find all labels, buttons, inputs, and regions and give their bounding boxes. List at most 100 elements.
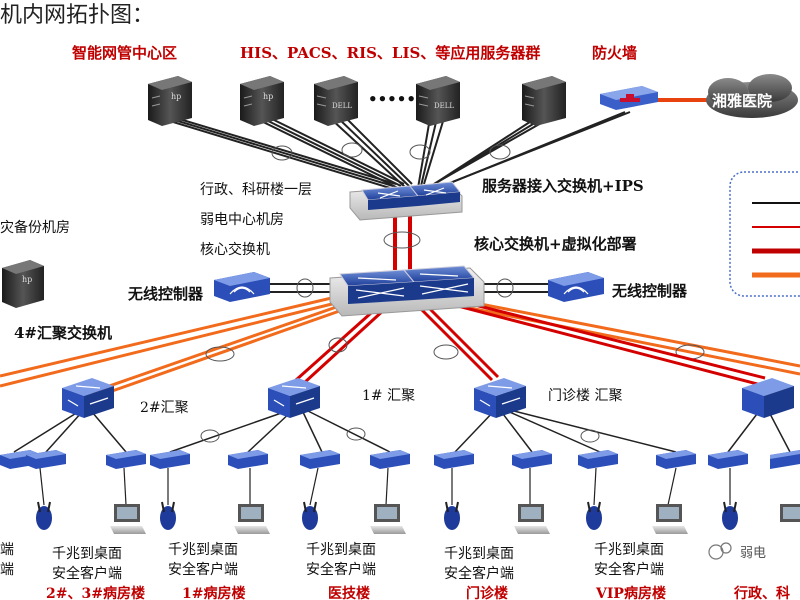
wireless-controller-left[interactable] [214, 272, 270, 302]
desktop-pc-icon [652, 504, 688, 534]
client-line2: 安全客户端 [444, 565, 514, 582]
access-switch[interactable] [434, 450, 474, 469]
agg1-label: 1# 汇聚 [362, 388, 415, 404]
desktop-pc-icon [780, 504, 800, 522]
mgmt-zone-label: 智能网管中心区 [72, 44, 177, 62]
client-line1: 千兆到桌面 [52, 546, 122, 562]
hp-logo: hp [263, 92, 273, 101]
core-location-line2: 弱电中心机房 [200, 212, 284, 228]
dell-logo: DELL [332, 102, 352, 110]
desktop-pcs [110, 504, 800, 534]
agg-switch-admin[interactable] [742, 378, 794, 418]
wireless-mark-left [296, 278, 314, 298]
client-line1: 千兆到桌面 [306, 542, 376, 558]
agg2-label: 2#汇聚 [140, 400, 189, 416]
right-building-fragment: 行政、科 [733, 585, 790, 600]
watermark: 弱电 [708, 542, 766, 561]
access-switch[interactable] [300, 450, 340, 469]
access-links [13, 409, 791, 453]
access-marks [200, 427, 600, 443]
access-switch[interactable] [578, 450, 618, 469]
desktop-pc-icon [514, 504, 550, 534]
server-access-switch[interactable] [349, 181, 463, 221]
desktop-pc-icon [110, 504, 146, 534]
wireless-ap-icon [160, 501, 176, 530]
wireless-mark-right [496, 278, 514, 298]
hp-server-1[interactable]: hp [148, 76, 192, 126]
wireless-aps [36, 501, 738, 530]
dell-logo: DELL [434, 102, 454, 110]
access-switch[interactable] [656, 450, 696, 469]
client-line2: 安全客户端 [594, 561, 664, 578]
wireless-controller-right-label: 无线控制器 [611, 282, 688, 300]
core-location-line3: 核心交换机 [200, 241, 270, 258]
firewall-device[interactable] [600, 86, 658, 110]
client-group-4: 千兆到桌面 安全客户端 门诊楼 [444, 546, 514, 600]
access-switch[interactable] [370, 450, 410, 469]
hp-logo: hp [22, 275, 32, 284]
client-line1: 千兆到桌面 [168, 542, 238, 558]
client-group-3: 千兆到桌面 安全客户端 医技楼 [306, 542, 376, 600]
client-line1: 千兆到桌面 [444, 546, 514, 562]
wireless-controller-left-label: 无线控制器 [127, 285, 204, 303]
access-switch[interactable] [770, 450, 800, 469]
client-line2: 安全客户端 [306, 561, 376, 578]
hp-logo: hp [171, 92, 181, 101]
aggregation-marks [328, 337, 459, 360]
page-title: 机内网拓扑图： [0, 3, 154, 28]
access-switch[interactable] [26, 450, 66, 469]
left-edge-fragment-2: 端 [0, 562, 14, 578]
client-group-5: 千兆到桌面 安全客户端 VIP病房楼 [594, 542, 666, 600]
wireless-controller-right[interactable] [548, 272, 604, 302]
server-5[interactable] [522, 76, 566, 126]
building-label: 2#、3#病房楼 [46, 585, 145, 600]
server-links [159, 111, 631, 189]
agg-switch-2[interactable] [62, 378, 114, 418]
orange-fiber-links [0, 294, 800, 398]
watermark-text: 弱电 [740, 546, 766, 561]
hp-server-2[interactable]: hp [240, 76, 284, 126]
client-line1: 千兆到桌面 [594, 542, 664, 558]
agg-switch-1[interactable] [268, 378, 320, 418]
core-uplink-mark [383, 231, 421, 249]
wireless-ap-icon [302, 501, 318, 530]
client-line2: 安全客户端 [52, 565, 122, 582]
access-switch[interactable] [150, 450, 190, 469]
desktop-pc-icon [370, 504, 406, 534]
client-group-2: 千兆到桌面 安全客户端 1#病房楼 [168, 542, 245, 600]
wireless-ap-icon [586, 501, 602, 530]
left-edge-fragment-1: 端 [0, 542, 14, 558]
server-switch-label: 服务器接入交换机+IPS [482, 177, 644, 195]
access-switch[interactable] [106, 450, 146, 469]
client-line2: 安全客户端 [168, 561, 238, 578]
endpoint-links [39, 467, 731, 506]
agg4-label: 4#汇聚交换机 [14, 324, 112, 342]
building-label: VIP病房楼 [595, 585, 666, 600]
wireless-ap-icon [36, 501, 52, 530]
core-location-line1: 行政、科研楼一层 [200, 182, 312, 198]
dell-server-1[interactable]: DELL [314, 76, 358, 126]
wireless-ap-icon [722, 501, 738, 530]
agg-outpatient-label: 门诊楼 汇聚 [548, 388, 622, 404]
link-bundle-marks [271, 142, 511, 161]
aggregation-links [295, 298, 766, 388]
dell-server-2[interactable]: DELL [416, 76, 460, 126]
access-switches [0, 450, 800, 469]
server-group-label: HIS、PACS、RIS、LIS、等应用服务器群 [240, 44, 540, 62]
core-switch-label: 核心交换机+虚拟化部署 [474, 235, 637, 253]
access-switch[interactable] [228, 450, 268, 469]
access-switch[interactable] [708, 450, 748, 469]
access-switch[interactable] [512, 450, 552, 469]
core-switch[interactable] [329, 265, 485, 317]
core-uplinks [393, 214, 412, 270]
client-group-1: 千兆到桌面 安全客户端 2#、3#病房楼 [46, 546, 145, 600]
backup-server[interactable]: hp [2, 260, 44, 308]
agg-switch-outpatient[interactable] [474, 378, 526, 418]
wireless-ap-icon [444, 501, 460, 530]
legend-box [729, 171, 800, 297]
building-label: 医技楼 [328, 585, 370, 600]
cloud-icon: 湘雅医院 [706, 74, 798, 118]
hospital-label: 湘雅医院 [712, 92, 772, 110]
building-label: 门诊楼 [466, 585, 508, 600]
desktop-pc-icon [234, 504, 270, 534]
